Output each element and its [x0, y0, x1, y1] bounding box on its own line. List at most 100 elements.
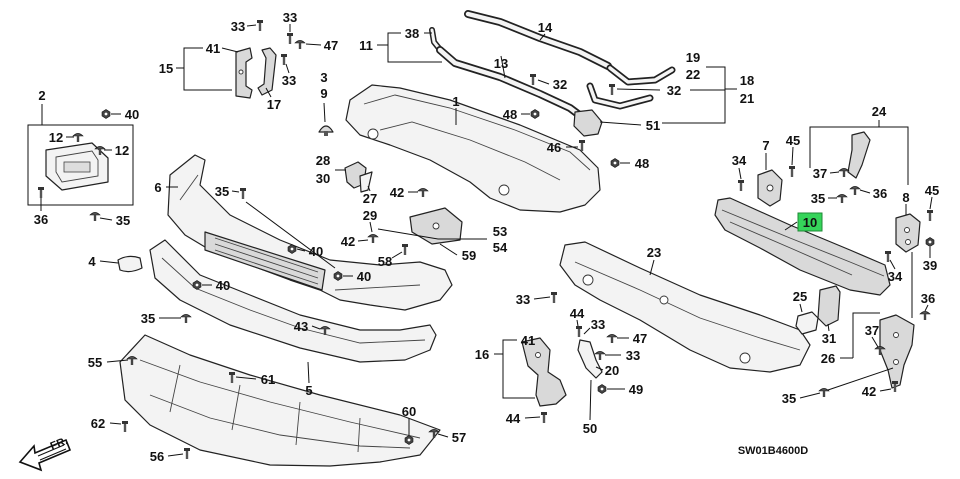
- callout: 24: [872, 104, 887, 119]
- screw-icon: [609, 84, 615, 95]
- clip-icon: [594, 351, 606, 361]
- callout: 33: [283, 10, 297, 25]
- callout: 34: [732, 153, 747, 168]
- callout: 9: [320, 86, 327, 101]
- nut-icon: [597, 384, 607, 394]
- screw-icon: [738, 180, 744, 191]
- callout: 33: [231, 19, 245, 34]
- callout: 31: [822, 331, 836, 346]
- callout: 38: [405, 26, 419, 41]
- callout: 13: [494, 56, 508, 71]
- part-3-9: [318, 125, 334, 136]
- callout: 35: [215, 184, 229, 199]
- callout-10-highlight: [797, 212, 823, 232]
- callout: 57: [452, 430, 466, 445]
- part-27: [359, 171, 373, 193]
- callout: 17: [267, 97, 281, 112]
- callout: 25: [793, 289, 807, 304]
- clip-icon: [72, 133, 84, 143]
- part-41-17-bracket: [235, 47, 277, 99]
- callout: 41: [521, 333, 535, 348]
- nut-icon: [610, 158, 620, 168]
- callout: 23: [647, 245, 661, 260]
- clip-icon: [606, 334, 618, 344]
- callout: 48: [503, 107, 517, 122]
- clip-icon: [836, 194, 848, 204]
- part-1: [345, 84, 601, 213]
- part-20: [577, 339, 603, 379]
- part-5: [149, 239, 437, 363]
- callout: 50: [583, 421, 597, 436]
- callout: 4: [88, 254, 96, 269]
- callout: 35: [141, 311, 155, 326]
- callout: 61: [261, 372, 275, 387]
- part-8: [895, 213, 921, 253]
- screw-icon: [789, 166, 795, 177]
- part-26: [879, 314, 915, 389]
- callout: 35: [782, 391, 796, 406]
- part-4: [117, 255, 143, 273]
- callout: 56: [150, 449, 164, 464]
- part-24: [847, 131, 871, 179]
- callout: 40: [216, 278, 230, 293]
- callout: 42: [862, 384, 876, 399]
- screw-icon: [576, 326, 582, 337]
- part-21: [586, 82, 654, 110]
- callout: 51: [646, 118, 660, 133]
- screw-icon: [122, 421, 128, 432]
- clip-icon: [367, 234, 379, 244]
- callout: 5: [305, 383, 312, 398]
- callout: 18: [740, 73, 754, 88]
- callout: 41: [206, 41, 220, 56]
- callout: 37: [813, 166, 827, 181]
- callout: 39: [923, 258, 937, 273]
- callout: 19: [686, 50, 700, 65]
- callout: 33: [626, 348, 640, 363]
- screw-icon: [927, 210, 933, 221]
- callout: 59: [462, 248, 476, 263]
- part-14: [464, 10, 612, 70]
- callout: 58: [378, 254, 392, 269]
- screw-icon: [38, 187, 44, 198]
- callout: 3: [320, 70, 327, 85]
- callout: 45: [925, 183, 939, 198]
- part-13: [436, 46, 603, 137]
- callout: 47: [324, 38, 338, 53]
- callout: 36: [873, 186, 887, 201]
- part-10: [714, 197, 891, 296]
- screw-icon: [281, 54, 287, 65]
- leader-lines: [27, 24, 933, 457]
- callout: 6: [154, 180, 161, 195]
- callout: 37: [865, 323, 879, 338]
- callout: 29: [363, 208, 377, 223]
- callout: 30: [316, 171, 330, 186]
- clip-icon: [838, 168, 850, 178]
- callout: 43: [294, 319, 308, 334]
- callout: 32: [667, 83, 681, 98]
- callout: 46: [547, 140, 561, 155]
- callout: 33: [516, 292, 530, 307]
- callout: 45: [786, 133, 800, 148]
- callout: 40: [357, 269, 371, 284]
- callout: 21: [740, 91, 754, 106]
- callout: 48: [635, 156, 649, 171]
- callout: 27: [363, 191, 377, 206]
- callout: 47: [633, 331, 647, 346]
- clip-icon: [180, 314, 192, 324]
- callout: 49: [629, 382, 643, 397]
- callout: 53: [493, 224, 507, 239]
- screw-icon: [402, 244, 408, 255]
- callout: 60: [402, 404, 416, 419]
- callout: 44: [506, 411, 521, 426]
- callout: 35: [811, 191, 825, 206]
- callout: 12: [49, 130, 63, 145]
- callout: 28: [316, 153, 330, 168]
- callout: 33: [282, 73, 296, 88]
- screw-icon: [287, 33, 293, 44]
- callout: 20: [605, 363, 619, 378]
- diagram-code: SW01B4600D: [738, 445, 808, 457]
- callout: 62: [91, 416, 105, 431]
- callout: 55: [88, 355, 102, 370]
- clip-icon: [294, 40, 306, 50]
